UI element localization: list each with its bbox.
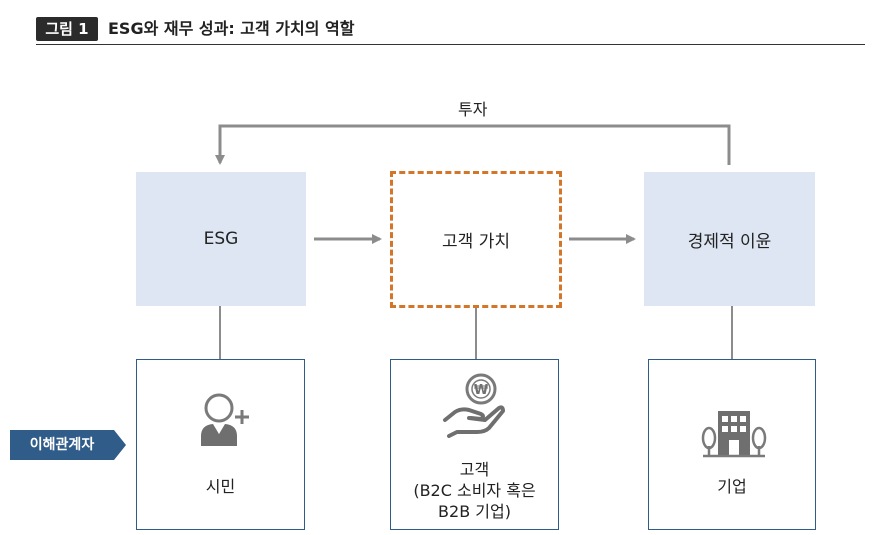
stakeholder-customer: ₩ 고객 (B2C 소비자 혹은 B2B 기업) (390, 359, 559, 530)
stakeholders-tag (10, 430, 126, 460)
stakeholder-customer-label-1: 고객 (459, 460, 490, 479)
feedback-arrow (215, 124, 731, 165)
stakeholders-tag-label: 이해관계자 (29, 437, 95, 453)
svg-text:₩: ₩ (474, 383, 489, 398)
node-esg-label: ESG (203, 229, 239, 249)
stakeholder-customer-label-2: (B2C 소비자 혹은 (413, 481, 536, 500)
stakeholder-citizen-label: 시민 (205, 477, 236, 496)
node-customer-value-label: 고객 가치 (442, 232, 510, 252)
figure-badge: 그림 1 (36, 17, 98, 41)
header-rule (36, 44, 865, 45)
node-customer-value: 고객 가치 (390, 171, 562, 308)
building-icon (701, 411, 767, 458)
stakeholder-company-label: 기업 (717, 477, 747, 496)
node-esg: ESG (136, 172, 306, 306)
feedback-label: 투자 (458, 100, 488, 119)
node-economic-profit: 경제적 이윤 (644, 172, 815, 306)
node-economic-profit-label: 경제적 이윤 (687, 231, 772, 252)
figure-title: ESG와 재무 성과: 고객 가치의 역할 (108, 19, 355, 38)
stakeholder-customer-label-3: B2B 기업) (438, 502, 511, 521)
stakeholder-citizen: 시민 (136, 359, 305, 530)
person-add-icon (201, 393, 249, 446)
stakeholder-company: 기업 (648, 359, 816, 530)
hand-coin-icon: ₩ (443, 373, 505, 438)
